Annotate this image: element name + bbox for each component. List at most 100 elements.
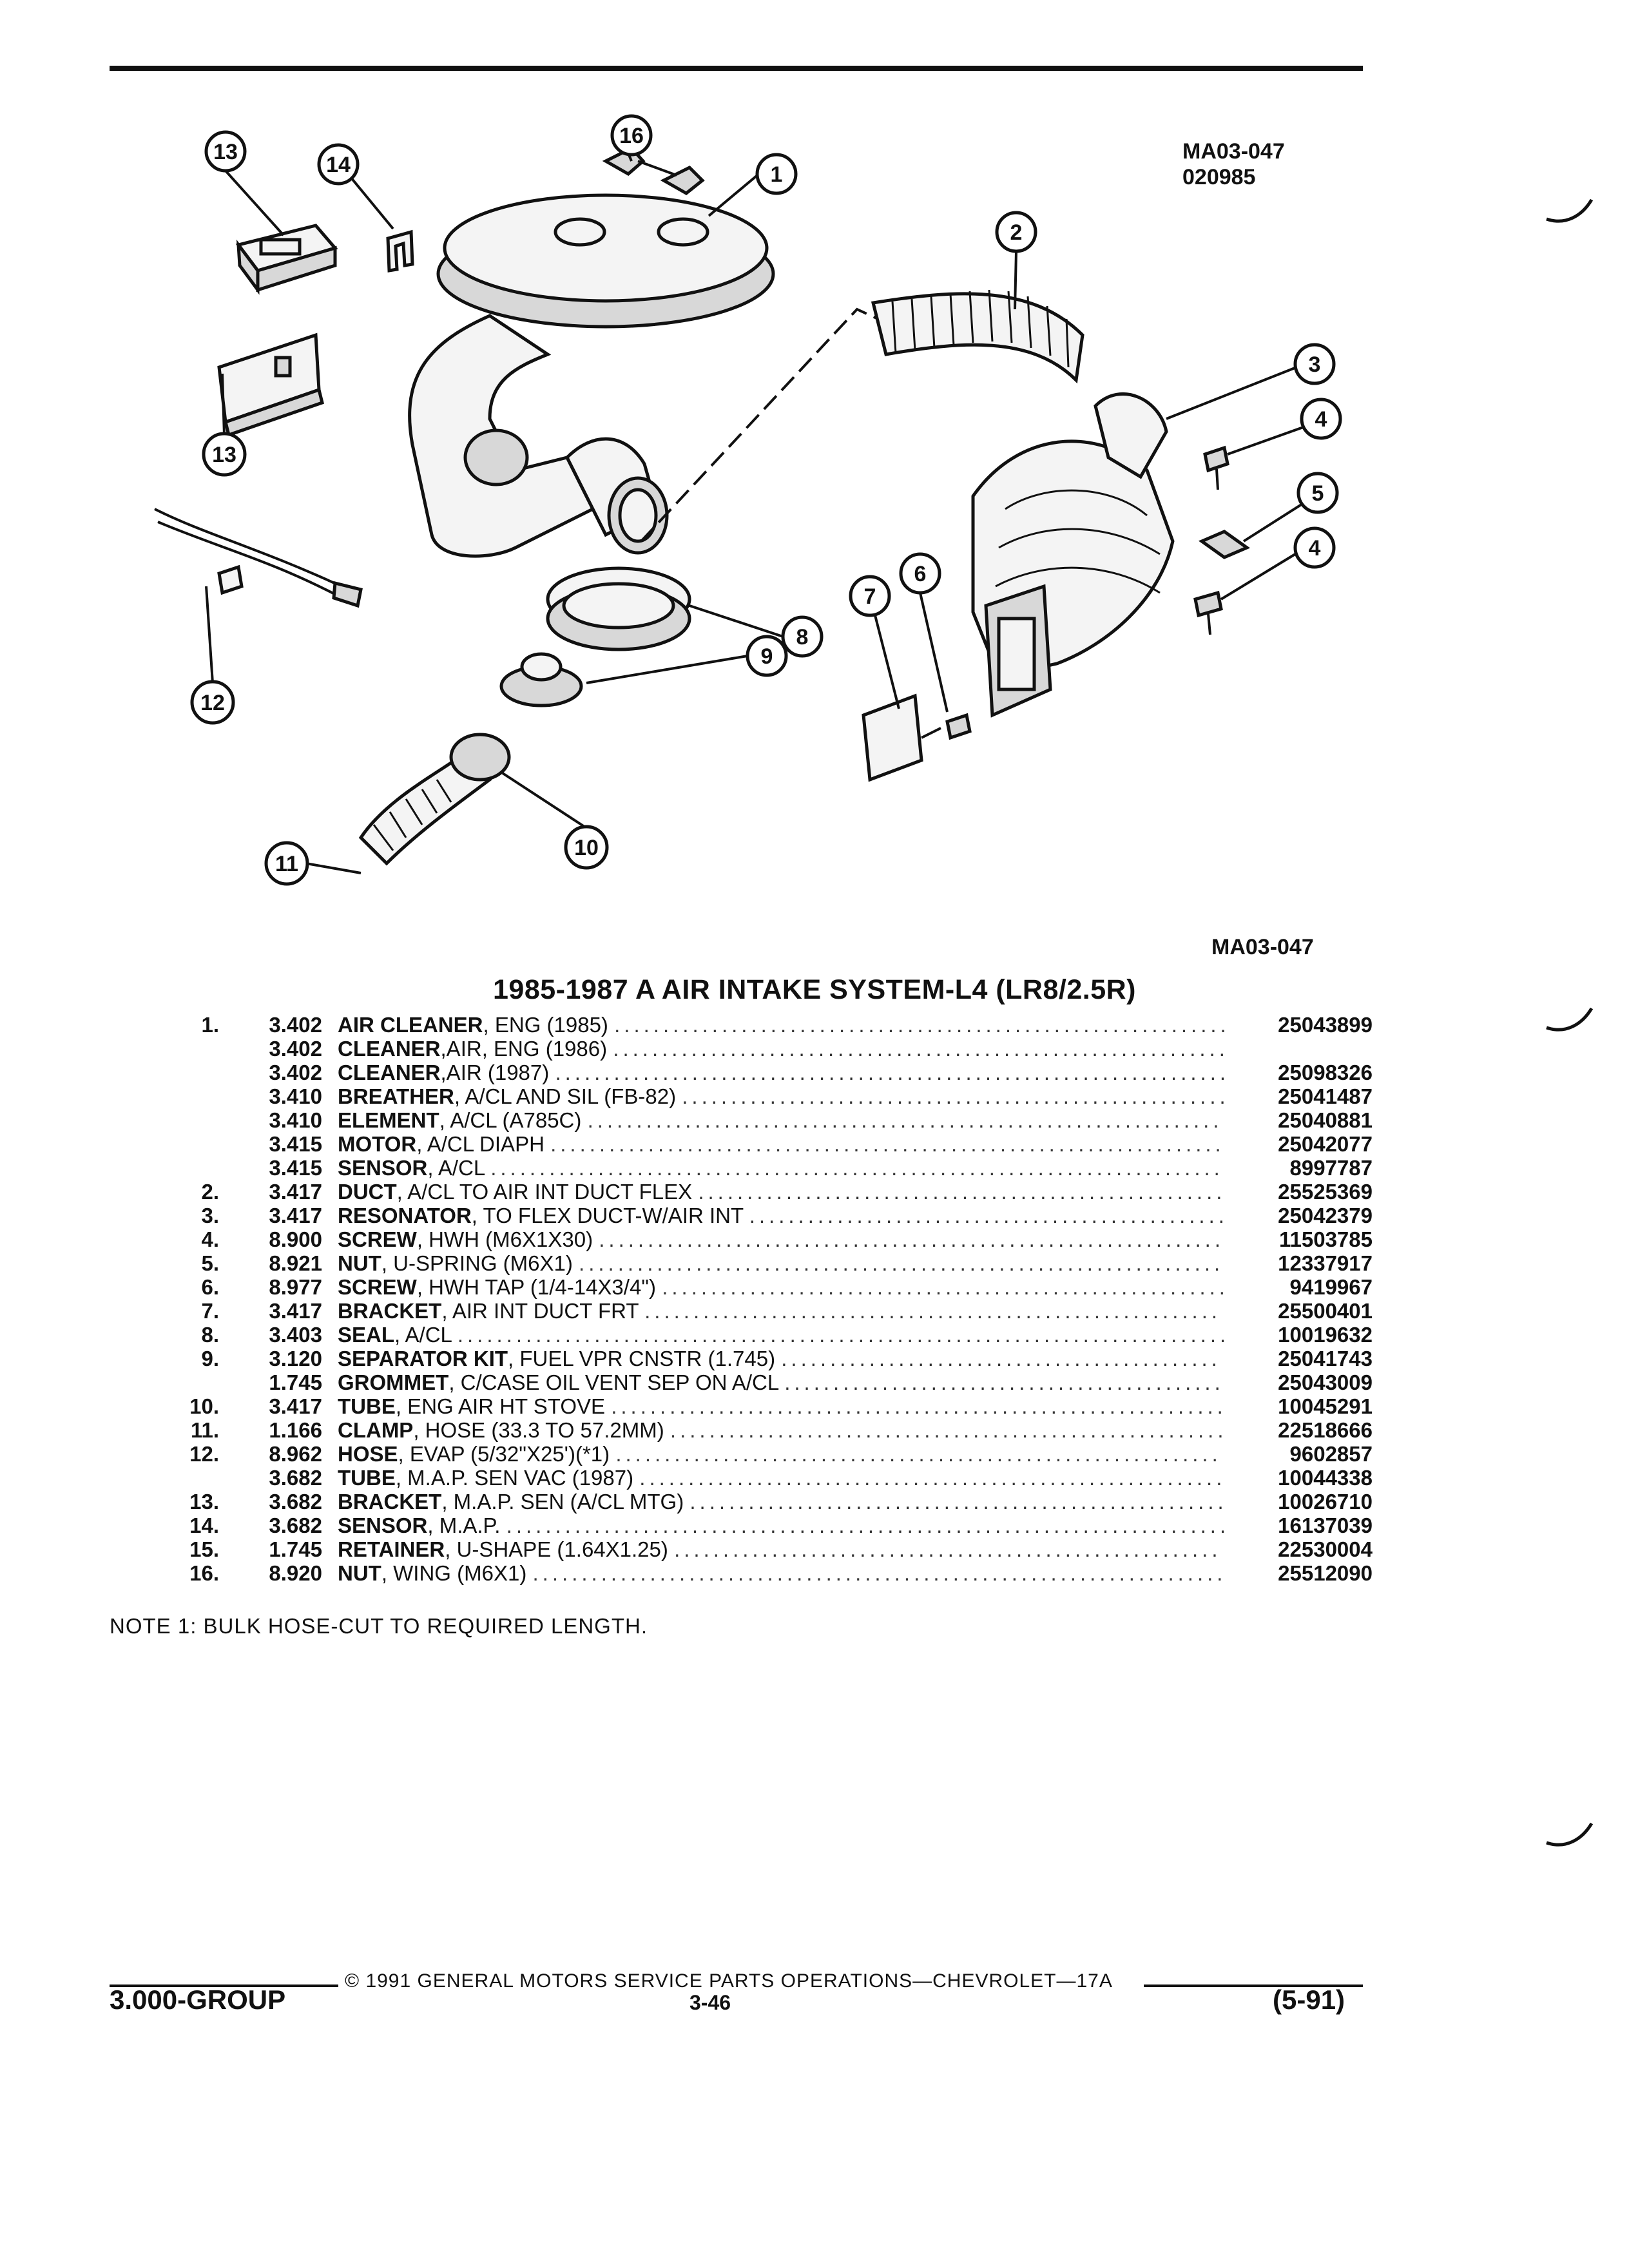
callout-9: 9 [746, 635, 788, 677]
part-description: ELEMENT, A/CL (A785C) ..................… [338, 1108, 1244, 1132]
part-description: RETAINER, U-SHAPE (1.64X1.25) ..........… [338, 1537, 1244, 1561]
item-number: 2. [201, 1180, 219, 1204]
part-detail: ,AIR (1987) [440, 1061, 550, 1084]
part-description: NUT, WING (M6X1) .......................… [338, 1561, 1244, 1585]
part-name: DUCT [338, 1180, 397, 1204]
svg-text:14: 14 [326, 153, 351, 177]
part-number: 8997787 [1289, 1156, 1373, 1180]
binding-mark [1546, 1822, 1594, 1847]
part-number: 9419967 [1289, 1275, 1373, 1299]
leader-dots: ........................................… [532, 1561, 1227, 1585]
svg-text:9: 9 [761, 644, 773, 669]
part-description: DUCT, A/CL TO AIR INT DUCT FLEX ........… [338, 1180, 1244, 1204]
group-number: 3.682 [269, 1466, 322, 1490]
item-number [174, 1156, 245, 1180]
flex-duct-part [871, 289, 1084, 384]
part-detail: ,AIR, ENG (1986) [440, 1037, 608, 1061]
item-number: 8. [201, 1323, 219, 1347]
group-number: 3.415 [269, 1156, 322, 1180]
part-name: MOTOR [338, 1132, 417, 1156]
part-description: TUBE, ENG AIR HT STOVE .................… [338, 1394, 1244, 1418]
part-name: TUBE [338, 1394, 396, 1418]
leader-dots: ........................................… [555, 1061, 1230, 1084]
part-number: 22518666 [1278, 1418, 1373, 1442]
part-description: SENSOR, A/CL ...........................… [338, 1156, 1244, 1180]
item-number [174, 1084, 245, 1108]
item-number [174, 1108, 245, 1132]
footer-rule-right [1144, 1984, 1363, 1987]
part-detail: , A/CL [394, 1323, 452, 1347]
leader-dots: ........................................… [689, 1490, 1228, 1514]
part-name: SEAL [338, 1323, 395, 1347]
part-detail: , AIR INT DUCT FRT [441, 1299, 639, 1323]
table-row: 2. 3.417 DUCT, A/CL TO AIR INT DUCT FLEX .… [174, 1180, 1373, 1204]
figure-code: MA03-047 [1182, 139, 1285, 164]
group-number: 3.410 [269, 1084, 322, 1108]
part-number: 10026710 [1278, 1490, 1373, 1514]
part-detail: , HOSE (33.3 TO 57.2MM) [413, 1418, 664, 1442]
svg-text:2: 2 [1010, 220, 1023, 245]
leader-dots: ........................................… [682, 1084, 1229, 1108]
callout-4b: 4 [1293, 526, 1336, 569]
footnote: NOTE 1: BULK HOSE-CUT TO REQUIRED LENGTH… [110, 1614, 648, 1638]
part-description: BREATHER, A/CL AND SIL (FB-82) .........… [338, 1084, 1244, 1108]
part-number: 25512090 [1278, 1561, 1373, 1585]
part-description: GROMMET, C/CASE OIL VENT SEP ON A/CL ...… [338, 1370, 1244, 1394]
group-number: 3.417 [269, 1394, 322, 1418]
item-number: 7. [201, 1299, 219, 1323]
item-number: 12. [189, 1442, 219, 1466]
item-number [174, 1466, 245, 1490]
duct-bracket-part [862, 693, 923, 782]
footer-rule-left [110, 1984, 338, 1987]
part-description: AIR CLEANER, ENG (1985) ................… [338, 1013, 1244, 1037]
part-name: SEPARATOR KIT [338, 1347, 508, 1370]
part-name: BREATHER [338, 1084, 454, 1108]
item-number: 13. [189, 1490, 219, 1514]
figure-date: 020985 [1182, 165, 1256, 189]
svg-text:3: 3 [1309, 352, 1321, 377]
table-row: 3.415 SENSOR, A/CL ......................… [174, 1156, 1373, 1180]
callout-16: 16 [610, 114, 653, 157]
callout-6: 6 [899, 552, 941, 595]
group-number: 3.417 [269, 1180, 322, 1204]
leader-dots: ........................................… [749, 1204, 1228, 1227]
group-number: 3.682 [269, 1514, 322, 1537]
svg-text:4: 4 [1315, 407, 1327, 432]
part-detail: , A/CL (A785C) [439, 1108, 582, 1132]
svg-text:1: 1 [771, 162, 783, 187]
part-description: SEAL, A/CL .............................… [338, 1323, 1244, 1347]
group-number: 3.402 [269, 1037, 322, 1061]
item-number: 4. [201, 1227, 219, 1251]
group-number: 8.921 [269, 1251, 322, 1275]
part-number: 25098326 [1278, 1061, 1373, 1084]
part-detail: , A/CL [427, 1156, 485, 1180]
part-number: 9602857 [1289, 1442, 1373, 1466]
seal-part [546, 566, 691, 651]
part-name: CLAMP [338, 1418, 414, 1442]
part-name: CLEANER [338, 1061, 441, 1084]
part-description: SCREW, HWH TAP (1/4-14X3/4") ...........… [338, 1275, 1244, 1299]
svg-text:8: 8 [796, 625, 809, 649]
part-number: 25525369 [1278, 1180, 1373, 1204]
u-spring-nut-part [1198, 530, 1251, 559]
part-detail: , FUEL VPR CNSTR (1.745) [508, 1347, 776, 1370]
item-number: 16. [189, 1561, 219, 1585]
svg-text:7: 7 [864, 584, 876, 609]
part-name: SCREW [338, 1227, 417, 1251]
callout-12: 12 [190, 680, 235, 725]
item-number: 11. [190, 1418, 219, 1442]
group-number: 1.745 [269, 1537, 322, 1561]
part-detail: , WING (M6X1) [381, 1561, 527, 1585]
part-name: TUBE [338, 1466, 396, 1490]
leader-dots: ........................................… [506, 1514, 1230, 1537]
resonator-part [971, 392, 1175, 718]
callout-4: 4 [1300, 398, 1342, 440]
